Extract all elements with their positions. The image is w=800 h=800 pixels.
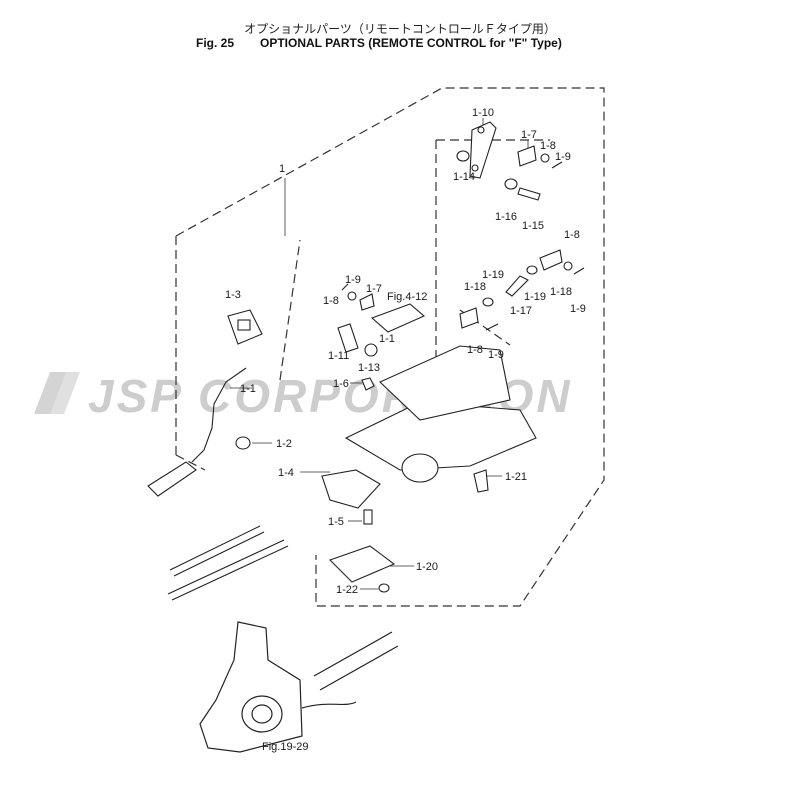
- callout-assembly: 1: [279, 163, 285, 175]
- washer-1-16: [504, 178, 518, 190]
- remote-cables: [313, 631, 399, 691]
- parts-art: [147, 121, 585, 593]
- figure-title: OPTIONAL PARTS (REMOTE CONTROL for "F" T…: [260, 36, 562, 50]
- callout-1-6: 1-6: [333, 378, 349, 390]
- clip-1-9: [551, 161, 563, 169]
- washer-1-8-right: [563, 261, 573, 271]
- callout-1-9a: 1-9: [555, 151, 571, 163]
- bushing-1-2: [235, 436, 251, 450]
- bolt-1-21: [473, 469, 489, 493]
- callout-1-8d: 1-8: [323, 295, 339, 307]
- bracket-fig-4-12: [370, 303, 426, 333]
- assembly-boundary: [175, 87, 605, 607]
- control-cables: [167, 525, 289, 601]
- callout-1-8c: 1-8: [467, 344, 483, 356]
- control-box-body: [199, 621, 303, 753]
- callout-1-8b: 1-8: [564, 229, 580, 241]
- cable-lower: [167, 539, 285, 595]
- clip-1-9-lower: [485, 323, 499, 331]
- bracket-1-4: [321, 469, 381, 509]
- casing-boss: [401, 453, 439, 483]
- rod-1-17: [505, 275, 529, 297]
- callout-1-15: 1-15: [522, 220, 544, 232]
- washer-1-14: [456, 150, 470, 162]
- washer-1-19-left: [482, 297, 494, 307]
- callout-1-19a: 1-19: [482, 269, 504, 281]
- pad-window: [237, 319, 251, 331]
- watermark-logo-bar-2: [50, 372, 80, 414]
- nut-1-22: [378, 583, 390, 593]
- callout-1-9c: 1-9: [488, 349, 504, 361]
- cable-upper-edge: [173, 531, 265, 577]
- callout-1-20: 1-20: [416, 561, 438, 573]
- bolt-1-15: [517, 187, 541, 201]
- pin-1-7: [517, 145, 537, 167]
- callout-1-18a: 1-18: [464, 281, 486, 293]
- callout-1-5: 1-5: [328, 516, 344, 528]
- callout-1-19b: 1-19: [524, 291, 546, 303]
- control-box-hub-inner: [251, 704, 273, 724]
- bolt-1-5: [363, 509, 373, 525]
- remote-control-box: [199, 621, 399, 753]
- pin-1-18-right: [539, 249, 563, 271]
- callout-1-10: 1-10: [472, 107, 494, 119]
- title-english: Fig. 25 OPTIONAL PARTS (REMOTE CONTROL fo…: [196, 36, 562, 50]
- callout-1-17: 1-17: [510, 305, 532, 317]
- rod-end: [147, 461, 197, 497]
- link-plate-1-10: [469, 121, 497, 179]
- link-hole-top: [477, 126, 485, 134]
- clip-1-9-right: [573, 267, 585, 275]
- cable-upper: [169, 525, 261, 571]
- nut-1-6: [361, 377, 375, 391]
- callout-1-7a: 1-7: [521, 129, 537, 141]
- callout-1-7b: 1-7: [366, 283, 382, 295]
- clip-1-9-left: [341, 283, 349, 291]
- washer-1-8: [540, 153, 550, 163]
- bolt-1-11: [337, 323, 359, 353]
- rod-1-1: [191, 367, 247, 463]
- callout-1-9b: 1-9: [570, 303, 586, 315]
- callout-1-16: 1-16: [495, 211, 517, 223]
- callout-1-9d: 1-9: [345, 274, 361, 286]
- callout-1-2: 1-2: [276, 438, 292, 450]
- washer-1-19-right: [526, 265, 538, 275]
- callout-fig-4-12: Fig.4-12: [387, 291, 427, 303]
- callout-1-18b: 1-18: [550, 286, 572, 298]
- callout-labels: 1 1-10 1-7 1-8 1-9 1-14 1-16 1-15 1-8 1-…: [225, 107, 586, 753]
- figure-number: Fig. 25: [196, 36, 235, 50]
- pin-1-18-left: [459, 307, 479, 329]
- callout-1-14: 1-14: [453, 171, 475, 183]
- callout-1-22: 1-22: [336, 584, 358, 596]
- callout-1-3: 1-3: [225, 289, 241, 301]
- title-japanese: オプショナルパーツ（リモートコントロールＦタイプ用）: [244, 22, 556, 36]
- callout-1-4: 1-4: [278, 467, 294, 479]
- callout-fig-19-29: Fig.19-29: [262, 741, 308, 753]
- callout-1-1b: 1-1: [379, 333, 395, 345]
- collar-1-13: [364, 343, 378, 357]
- link-hole-bottom: [471, 164, 479, 172]
- remote-wire: [301, 701, 357, 709]
- plate-1-20: [328, 545, 396, 583]
- callout-1-8a: 1-8: [540, 140, 556, 152]
- callout-1-21: 1-21: [505, 471, 527, 483]
- callout-1-11: 1-11: [328, 350, 349, 362]
- upper-casing: [379, 345, 511, 421]
- washer-1-8-left: [347, 291, 357, 301]
- callout-1-1: 1-1: [240, 383, 256, 395]
- callout-1-13: 1-13: [358, 362, 380, 374]
- pin-1-7-left: [359, 293, 375, 311]
- cable-lower-edge: [171, 545, 289, 601]
